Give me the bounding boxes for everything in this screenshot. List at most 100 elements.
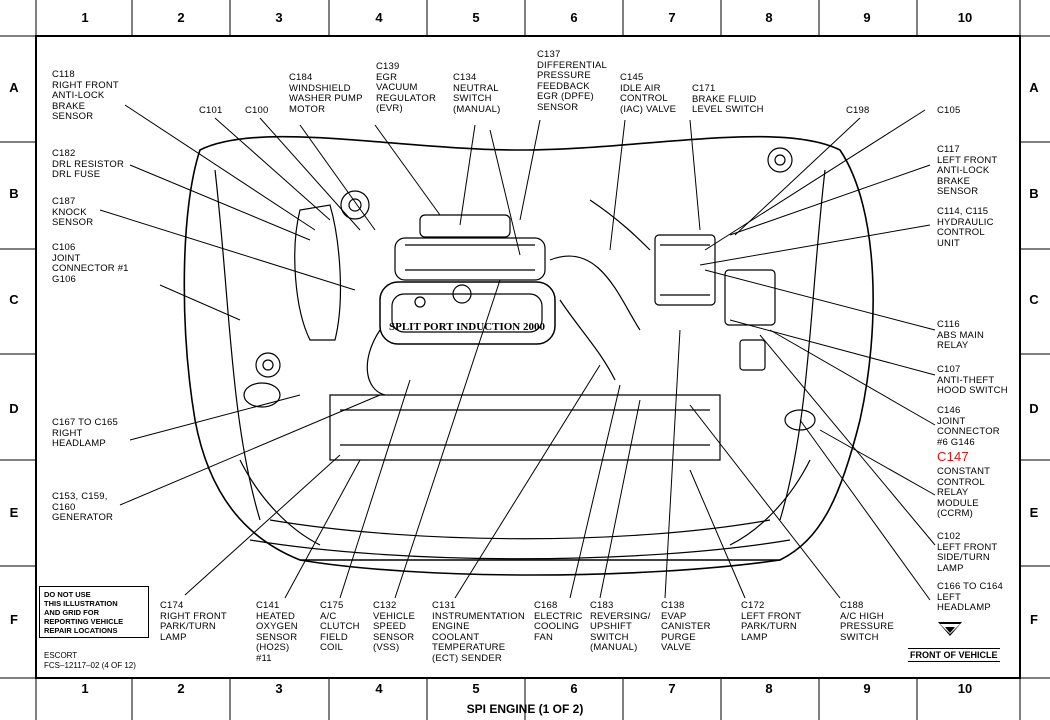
label-line: C187 (52, 196, 76, 207)
label-line: PARK/TURN (160, 621, 216, 632)
label-line: LEFT FRONT (741, 610, 802, 622)
label-line: REVERSING/ (590, 610, 651, 622)
label-line: CONTROL (937, 476, 985, 488)
label-line: ANTI-THEFT (937, 374, 995, 386)
label-line: JOINT (937, 415, 966, 427)
label-line: RELAY (937, 340, 969, 351)
col-label: 2 (177, 10, 185, 25)
front-of-vehicle-arrow-icon (938, 622, 962, 636)
label-line: KNOCK (52, 206, 87, 218)
row-label: B (9, 186, 19, 201)
label-line: C168 (534, 600, 558, 611)
label-line: WASHER PUMP (289, 93, 363, 104)
label-line: A/C HIGH (840, 610, 884, 622)
label-line: SENSOR (52, 217, 94, 228)
label-line: C172 (741, 600, 765, 611)
label-line: C134 (453, 72, 477, 83)
label-line: C137 (537, 49, 561, 60)
label-line: C101 (199, 105, 223, 116)
col-label: 5 (472, 10, 480, 25)
label-line: SWITCH (840, 631, 879, 643)
diagram-caption: SPI ENGINE (1 OF 2) (466, 702, 584, 716)
label-line: (IAC) VALVE (620, 103, 677, 115)
label-line: C131 (432, 600, 456, 611)
label-line: SENSOR (937, 186, 979, 197)
label-line: CONNECTOR (937, 426, 1000, 437)
label-line: C198 (846, 105, 870, 116)
label-c100: C100 (245, 105, 269, 117)
label-line: REPAIR LOCATIONS (44, 626, 118, 635)
label-line: FCS–12117–02 (4 OF 12) (44, 661, 136, 670)
label-line: CONNECTOR #1 (52, 263, 129, 274)
label-line: LEFT FRONT (937, 154, 998, 166)
label-line: VACUUM (376, 82, 418, 93)
label-line: MOTOR (289, 103, 326, 115)
label-line: C175 (320, 600, 344, 611)
label-line: REGULATOR (376, 92, 437, 104)
label-line: C183 (590, 600, 614, 611)
label-line: C153, C159, (52, 491, 108, 502)
label-line: CONSTANT (937, 466, 991, 477)
col-label: 4 (375, 10, 383, 25)
label-line: PURGE (661, 631, 696, 643)
label-line: CANISTER (661, 621, 711, 632)
engine-illustration (183, 135, 874, 576)
label-line: C171 (692, 83, 716, 94)
label-line: SENSOR (373, 631, 415, 643)
label-line: IDLE AIR (620, 82, 661, 94)
label-line: (MANUAL) (590, 642, 638, 653)
row-label: E (9, 505, 19, 520)
label-line: PARK/TURN (741, 621, 797, 632)
label-line: ANTI-LOCK (52, 90, 105, 101)
row-label: A (1029, 80, 1039, 95)
label-line: C117 (937, 144, 960, 155)
label-line: A/C (320, 610, 337, 622)
label-line: BRAKE (937, 175, 971, 187)
label-line: C174 (160, 600, 184, 611)
row-label: A (9, 80, 19, 95)
col-label: 6 (570, 681, 578, 696)
label-line: RELAY (937, 487, 969, 498)
row-label: F (10, 612, 18, 627)
row-label: C (1029, 292, 1039, 307)
label-line: DIFFERENTIAL (537, 59, 607, 71)
label-line: DRL FUSE (52, 169, 101, 180)
label-line: SIDE/TURN (937, 552, 990, 563)
label-line: C182 (52, 148, 76, 159)
label-line: ESCORT (44, 651, 78, 660)
label-line: EVAP (661, 610, 687, 622)
row-label: F (1030, 612, 1038, 627)
label-line: COIL (320, 642, 343, 653)
label-line: C166 TO C164 (937, 581, 1003, 592)
col-label: 8 (765, 681, 773, 696)
label-line: ELECTRIC (534, 610, 583, 622)
col-label: 5 (472, 681, 480, 696)
label-line: C167 TO C165 (52, 417, 118, 428)
label-line: LAMP (160, 631, 187, 643)
label-line: THIS ILLUSTRATION (44, 599, 118, 608)
label-line: ENGINE (432, 621, 470, 632)
row-label: C (9, 292, 19, 307)
label-line: INSTRUMENTATION (432, 610, 525, 622)
label-line: #11 (256, 652, 272, 664)
label-line: HEADLAMP (52, 438, 106, 449)
label-c198: C198 (846, 105, 870, 117)
col-label: 10 (957, 10, 973, 25)
label-line: SWITCH (590, 631, 629, 643)
label-line: C188 (840, 600, 864, 611)
